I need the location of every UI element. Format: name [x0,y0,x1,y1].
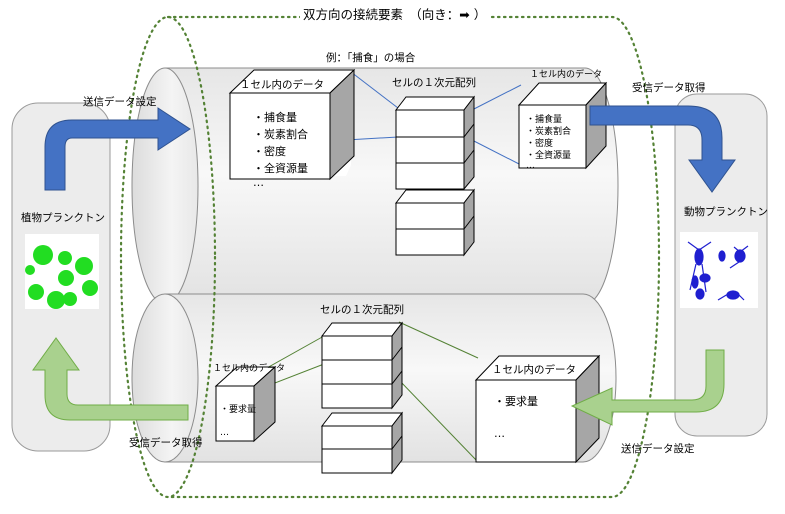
top-left-cube-title: １セル内のデータ [240,79,324,91]
bottom-right-cube-title: １セル内のデータ [492,364,576,376]
bottom-array [320,321,404,475]
top-left-cube-items: ・捕食量 ・炭素割合 ・密度 ・全資源量 … [253,109,308,189]
top-right-cube-item: ・炭素割合 [526,127,572,137]
top-right-cube [517,81,608,170]
phytoplankton-image [25,234,99,309]
top-send-label: 送信データ設定 [83,96,157,108]
bottom-left-cube-title: １セル内のデータ [213,364,286,374]
connection-ring [119,15,661,499]
top-recv-label: 受信データ取得 [632,82,706,94]
top-left-cube-item: ・捕食量 [253,111,297,124]
diagram-title: 双方向の接続要素 （向き：➡ ） [300,7,490,23]
top-right-cube-item: ・捕食量 [526,115,563,125]
send-arrow-top-left [44,107,191,191]
bottom-array-title: セルの１次元配列 [320,304,404,316]
top-left-cube-item: ・炭素割合 [253,128,308,141]
bottom-left-cube-item: ・要求量 [220,405,257,415]
zooplankton-image [680,232,758,308]
top-left-cube [228,68,356,181]
bottom-left-cube-ellipsis: … [220,428,229,438]
top-connector-lines [345,71,522,166]
bottom-recv-label: 受信データ取得 [129,437,203,449]
bottom-right-cube-ellipsis: … [494,427,505,440]
recv-arrow-top-right [589,105,736,193]
send-arrow-bottom-right [570,349,725,426]
top-array-title: セルの１次元配列 [392,77,476,89]
top-left-cube-ellipsis: … [253,176,264,189]
top-right-cube-ellipsis: … [526,161,535,171]
top-right-cube-title: １セル内のデータ [530,70,603,80]
example-label: 例：「捕食」の場合 [326,52,416,64]
recv-arrow-bottom-left [32,337,189,421]
bottom-left-cube [214,365,277,443]
top-right-cube-item: ・密度 [526,139,554,149]
top-right-cube-items: ・捕食量 ・炭素割合 ・密度 ・全資源量 … [526,114,572,171]
zooplankton-label: 動物プランクトン [684,206,768,218]
bottom-right-cube-item: ・要求量 [494,395,538,408]
phytoplankton-label: 植物プランクトン [21,212,105,224]
bottom-send-label: 送信データ設定 [621,443,695,455]
top-right-cube-item: ・全資源量 [526,151,572,161]
top-left-cube-item: ・密度 [253,145,286,158]
top-array [394,95,476,257]
top-left-cube-item: ・全資源量 [253,162,308,175]
